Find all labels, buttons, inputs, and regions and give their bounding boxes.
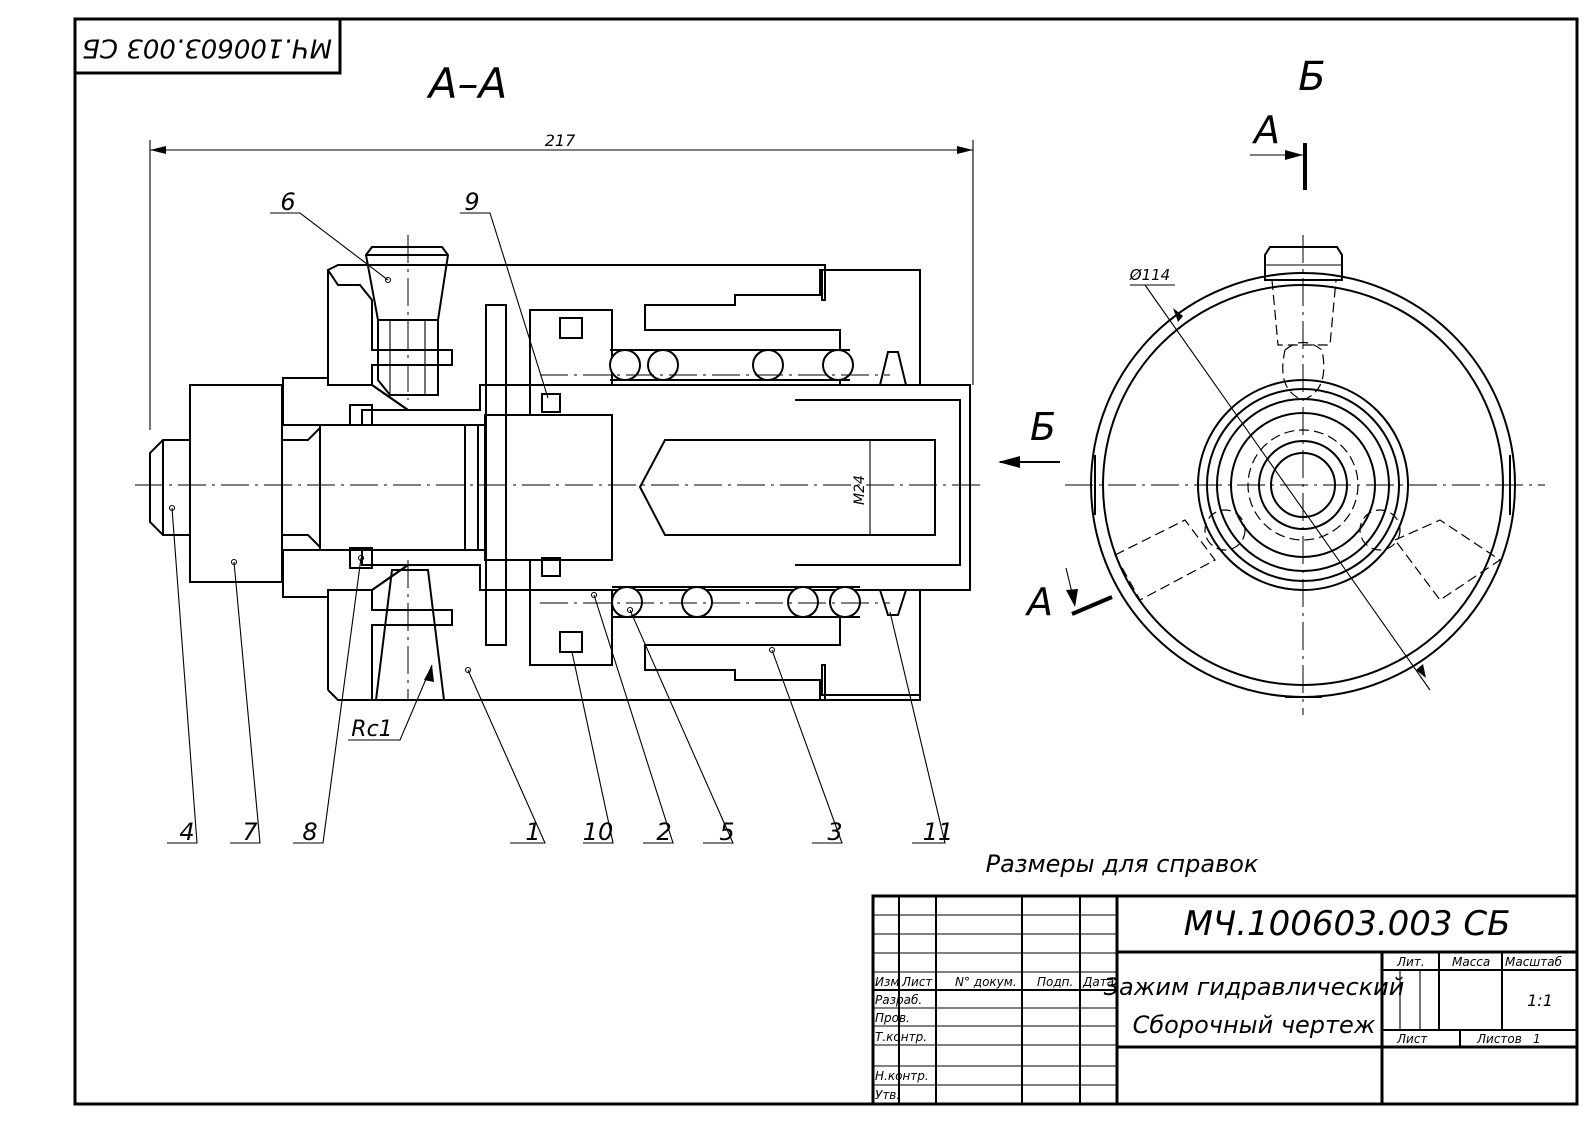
col-date: Дата [1082, 975, 1114, 989]
section-view: 217 [135, 131, 1060, 742]
housing-body-bottom [327, 564, 921, 701]
rotated-doc-code: МЧ.100603.003 СБ [82, 33, 332, 63]
balloon-1: 1 [525, 818, 540, 846]
wiper-11-bottom [878, 589, 908, 616]
title-name-line1: Зажим гидравлический [1104, 973, 1405, 1001]
title-name-line2: Сборочный чертеж [1133, 1011, 1376, 1039]
view-arrow-label: Б [1030, 405, 1056, 449]
dim-217-text: 217 [545, 131, 576, 150]
sleeve-bottom [644, 589, 921, 701]
front-view: Ø114 А А [1024, 108, 1545, 715]
rotated-code-box: МЧ.100603.003 СБ [73, 17, 342, 75]
balloon-3: 3 [827, 818, 842, 846]
col-list: Лист [901, 975, 933, 989]
cut-plane-top: А [1250, 108, 1307, 190]
balloon-9: 9 [464, 188, 479, 216]
balloon-2: 2 [656, 818, 671, 846]
balloon-4: 4 [179, 818, 194, 846]
balloon-10: 10 [583, 818, 614, 846]
sheets-label: Листов [1476, 1032, 1522, 1046]
scale-value: 1:1 [1527, 991, 1553, 1010]
dim-diameter: Ø114 [1129, 266, 1170, 284]
seal-10-top [559, 317, 583, 339]
screw-head [149, 439, 191, 536]
sheet-label: Лист [1396, 1032, 1428, 1046]
title-block: МЧ.100603.003 СБ Зажим гидравлический Сб… [871, 894, 1579, 1106]
balloon-5: 5 [719, 818, 734, 846]
sheet-frame [73, 17, 1579, 1106]
rc1-text: Rc1 [351, 717, 392, 742]
piston-disk [485, 304, 507, 646]
seal-8-bottom [349, 547, 373, 569]
view-arrow-b: Б [998, 405, 1060, 468]
lit-label: Лит. [1396, 955, 1425, 969]
seal-8-top [349, 404, 373, 426]
cut-label-top: А [1251, 108, 1280, 152]
note-reference-dims: Размеры для справок [986, 850, 1259, 878]
balloon-11: 11 [923, 818, 954, 846]
seal-9-top [541, 393, 561, 413]
row-razrab: Разраб. [875, 993, 922, 1007]
seal-9-bottom [541, 557, 561, 577]
housing-neck-top [282, 377, 412, 426]
scale-label: Масштаб [1505, 955, 1563, 969]
spring [609, 349, 861, 618]
row-utv: Утв. [875, 1088, 900, 1102]
balloon-8: 8 [302, 818, 317, 846]
row-nkontr: Н.контр. [875, 1069, 929, 1083]
cut-label-bottom: А [1024, 580, 1053, 624]
port-rc1 [374, 569, 446, 701]
col-izm: Изм [875, 975, 899, 989]
balloon-leaders [167, 212, 946, 844]
nut [189, 384, 283, 583]
leader-rc1: Rc1 [348, 664, 434, 742]
rod [319, 424, 486, 551]
front-plug [1264, 246, 1343, 281]
dim-m24: М24 [852, 475, 868, 505]
row-tkontr: Т.контр. [875, 1030, 927, 1044]
section-label: А–А [426, 59, 507, 108]
col-sign: Подп. [1037, 975, 1073, 989]
sheets-count: 1 [1533, 1032, 1541, 1046]
seal-10-bottom [559, 631, 583, 653]
balloon-numbers: 6 9 4 7 8 1 10 2 5 3 11 [179, 188, 953, 846]
balloon-6: 6 [280, 188, 295, 216]
piston [484, 309, 971, 666]
housing-body [326, 264, 921, 411]
wiper-11-top [878, 351, 908, 386]
row-prov: Пров. [875, 1011, 910, 1025]
view-label: Б [1298, 54, 1325, 100]
housing-neck-bottom [282, 549, 412, 598]
mass-label: Масса [1452, 955, 1490, 969]
title-doc-code: МЧ.100603.003 СБ [1184, 904, 1511, 944]
col-doc: N° докум. [955, 975, 1017, 989]
cut-plane-bottom: А [1024, 567, 1113, 624]
balloon-7: 7 [242, 818, 258, 846]
plug-top [364, 246, 450, 321]
dim-overall-length: 217 [149, 131, 974, 430]
sleeve-top [644, 269, 921, 386]
piston-bore [638, 439, 936, 536]
